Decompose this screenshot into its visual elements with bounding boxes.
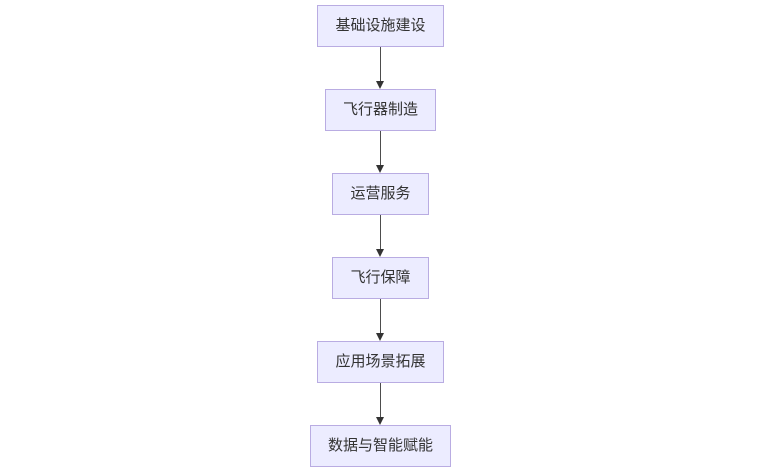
arrow-line [379,215,381,249]
flow-step: 应用场景拓展 [317,341,444,425]
arrow-connector [376,131,385,173]
arrow-head-icon [376,81,385,89]
arrow-connector [376,299,385,341]
node-label: 飞行保障 [350,269,411,286]
node-label: 运营服务 [350,185,411,202]
flowchart-node-infrastructure-construction: 基础设施建设 [317,5,444,47]
node-label: 飞行器制造 [342,101,418,118]
node-label: 应用场景拓展 [335,353,426,370]
arrow-head-icon [376,417,385,425]
arrow-line [379,299,381,333]
arrow-connector [376,47,385,89]
node-label: 基础设施建设 [335,17,426,34]
flow-step: 飞行器制造 [324,89,436,173]
flow-step: 运营服务 [332,173,429,257]
arrow-line [379,47,381,81]
arrow-head-icon [376,333,385,341]
flowchart-node-flight-support: 飞行保障 [332,257,429,299]
arrow-head-icon [376,165,385,173]
arrow-line [379,383,381,417]
flowchart-node-operation-services: 运营服务 [332,173,429,215]
flow-step: 飞行保障 [332,257,429,341]
arrow-connector [376,215,385,257]
flow-step: 基础设施建设 [317,5,444,89]
flowchart-node-application-scenario-expansion: 应用场景拓展 [317,341,444,383]
node-label: 数据与智能赋能 [327,437,433,454]
flow-step: 数据与智能赋能 [309,425,451,467]
arrow-line [379,131,381,165]
arrow-connector [376,383,385,425]
flowchart-node-aircraft-manufacturing: 飞行器制造 [324,89,436,131]
arrow-head-icon [376,249,385,257]
flowchart-column: 基础设施建设 飞行器制造 运营服务 飞行保障 [309,5,451,467]
flowchart-node-data-and-intelligence-empowerment: 数据与智能赋能 [309,425,451,467]
